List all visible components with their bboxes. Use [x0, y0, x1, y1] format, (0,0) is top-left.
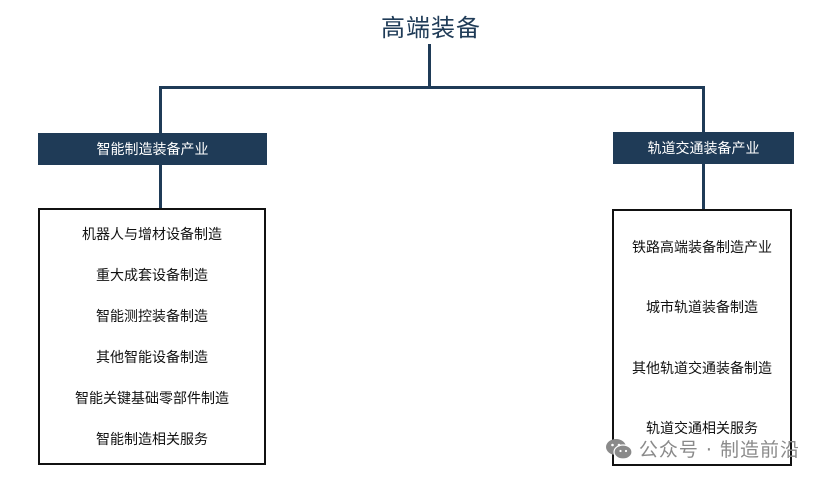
list-item: 重大成套设备制造: [96, 268, 208, 285]
connector-horizontal: [159, 86, 705, 89]
list-item: 其他智能设备制造: [96, 349, 208, 366]
list-item: 智能制造相关服务: [96, 431, 208, 448]
left-category-label: 智能制造装备产业: [96, 142, 209, 158]
right-category-list: 铁路高端装备制造产业 城市轨道装备制造 其他轨道交通装备制造 轨道交通相关服务: [612, 209, 792, 466]
list-item: 城市轨道装备制造: [646, 300, 758, 317]
list-item: 机器人与增材设备制造: [82, 227, 222, 244]
connector-left-drop: [159, 86, 162, 134]
wechat-icon: [605, 438, 633, 460]
list-item: 轨道交通相关服务: [646, 420, 758, 437]
connector-left-down: [159, 163, 162, 209]
left-category-header: 智能制造装备产业: [38, 133, 267, 165]
left-category-list: 机器人与增材设备制造 重大成套设备制造 智能测控装备制造 其他智能设备制造 智能…: [38, 208, 266, 465]
list-item: 其他轨道交通装备制造: [632, 360, 772, 377]
right-category-header: 轨道交通装备产业: [613, 132, 794, 164]
watermark: 公众号 · 制造前沿: [605, 435, 800, 462]
diagram-title: 高端装备: [381, 14, 481, 42]
right-category-label: 轨道交通装备产业: [647, 141, 760, 157]
list-item: 智能测控装备制造: [96, 309, 208, 326]
watermark-text: 公众号 · 制造前沿: [638, 439, 800, 461]
connector-right-down: [702, 162, 705, 210]
list-item: 铁路高端装备制造产业: [632, 240, 772, 257]
connector-trunk: [428, 44, 431, 87]
connector-right-drop: [702, 86, 705, 134]
list-item: 智能关键基础零部件制造: [75, 390, 229, 407]
